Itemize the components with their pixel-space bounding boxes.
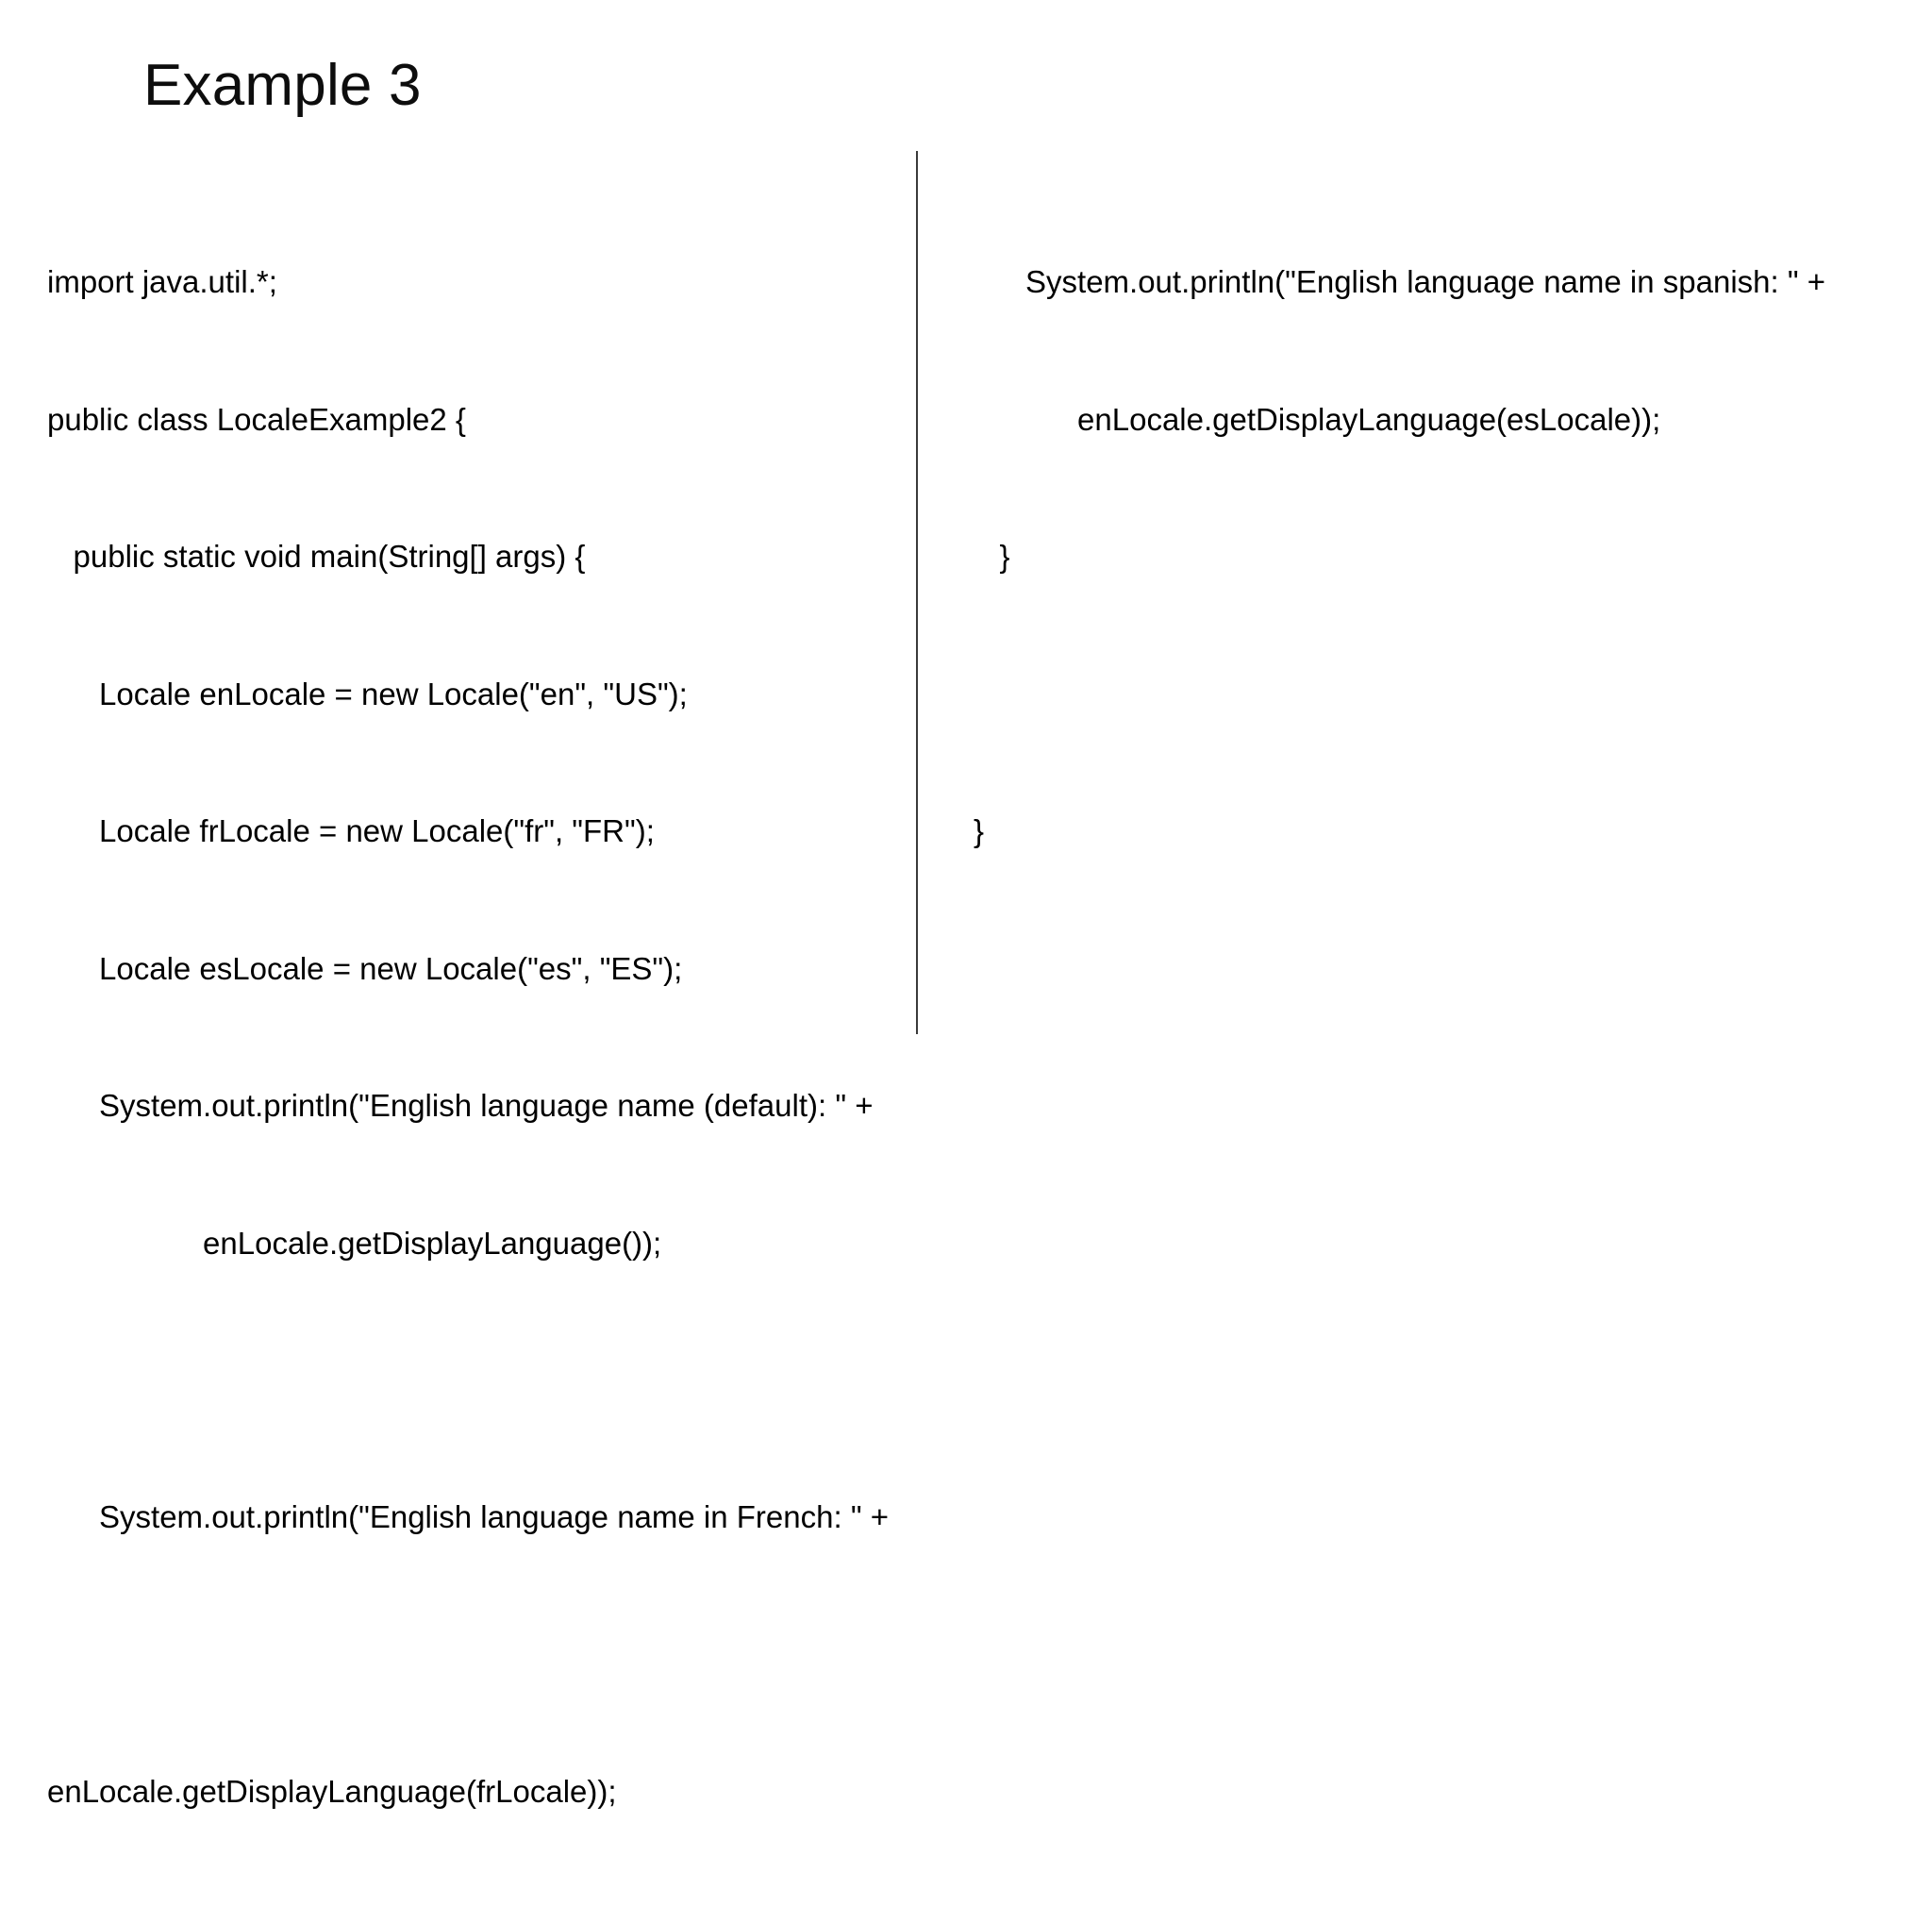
code-line: enLocale.getDisplayLanguage(esLocale)); bbox=[974, 401, 1661, 437]
code-line-blank bbox=[47, 1632, 896, 1678]
code-line: public class LocaleExample2 { bbox=[47, 401, 466, 437]
code-line: } bbox=[974, 812, 985, 848]
code-line: public static void main(String[] args) { bbox=[47, 539, 586, 574]
code-line: System.out.println("English language nam… bbox=[974, 264, 1826, 299]
slide-canvas: Example 3 import java.util.*; public cla… bbox=[47, 53, 1860, 1809]
page-title: Example 3 bbox=[143, 53, 422, 118]
column-divider bbox=[916, 151, 918, 1034]
code-line: System.out.println("English language nam… bbox=[47, 1499, 889, 1534]
code-line: enLocale.getDisplayLanguage()); bbox=[47, 1225, 662, 1261]
code-line: Locale enLocale = new Locale("en", "US")… bbox=[47, 676, 688, 711]
code-line: Locale frLocale = new Locale("fr", "FR")… bbox=[47, 813, 655, 848]
code-line-blank bbox=[47, 1358, 896, 1403]
code-column-right: System.out.println("English language nam… bbox=[974, 168, 1860, 945]
code-line: enLocale.getDisplayLanguage(frLocale)); bbox=[47, 1773, 617, 1809]
code-line-blank bbox=[974, 672, 1860, 717]
code-line: } bbox=[974, 539, 1010, 574]
code-line: import java.util.*; bbox=[47, 264, 277, 299]
code-line: Locale esLocale = new Locale("es", "ES")… bbox=[47, 950, 683, 986]
code-line: System.out.println("English language nam… bbox=[47, 1088, 874, 1123]
code-column-left: import java.util.*; public class LocaleE… bbox=[47, 168, 896, 1906]
